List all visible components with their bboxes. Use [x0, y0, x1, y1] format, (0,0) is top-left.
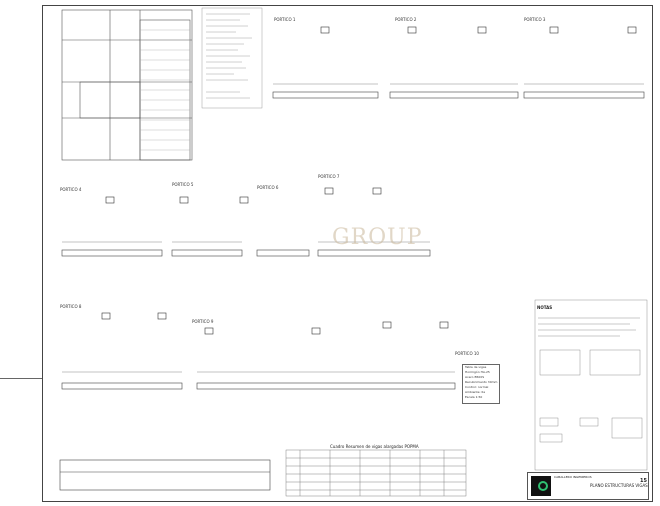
floor-plan: [61, 9, 193, 161]
beam-label: PORTICO 6: [257, 185, 279, 190]
notes-title: NOTAS: [537, 305, 553, 310]
plan-outline: [61, 9, 193, 161]
legend-line: Acero B500S: [465, 375, 485, 379]
page-edge-line: [0, 378, 42, 379]
plan-notes: [201, 7, 263, 109]
sheet-number: 15: [640, 478, 647, 484]
beam-label: PORTICO 4: [60, 187, 82, 192]
notes-panel: [534, 299, 648, 471]
beam-label: PORTICO 10: [455, 351, 479, 356]
beams-row-1: [272, 83, 645, 99]
drawing-sheet: [42, 5, 653, 502]
schedule-title: Cuadro Resumen de vigas alargadas POPMA: [330, 444, 419, 449]
legend-line: Control: normal: [465, 385, 489, 389]
schedule-table: [285, 449, 467, 497]
legend-line: Ambiente: IIa: [465, 390, 486, 394]
legend-line: Recubrimiento 30mm: [465, 380, 498, 384]
beam-label: PORTICO 3: [524, 17, 546, 22]
beam-label: PORTICO 8: [60, 304, 82, 309]
legend-line: Escala 1:50: [465, 395, 483, 399]
legend-line: Hormigón HA-25: [465, 370, 490, 374]
legend-box: Tabla de vigas Hormigón HA-25 Acero B500…: [462, 364, 500, 404]
foundation-detail: [59, 459, 271, 491]
stair-treads: [140, 29, 190, 151]
beam-label: PORTICO 1: [274, 17, 296, 22]
beam-label: PORTICO 2: [395, 17, 417, 22]
beams-row-2: [61, 241, 431, 257]
firm-logo: [531, 476, 551, 496]
drawing-id: PLANO ESTRUCTURAS VIGAS: [590, 483, 648, 488]
beam-label: PORTICO 5: [172, 182, 194, 187]
location-pin-icon: [538, 481, 548, 491]
title-block: CABALLERO INGENIEROS PLANO ESTRUCTURAS V…: [527, 472, 649, 500]
beam-label: PORTICO 9: [192, 319, 214, 324]
beams-row-3: [61, 371, 456, 390]
column-marks: [101, 26, 637, 335]
firm-name: CABALLERO INGENIEROS: [554, 475, 592, 479]
beam-label: PORTICO 7: [318, 174, 340, 179]
legend-line: Tabla de vigas: [465, 365, 487, 369]
watermark: GROUP: [332, 225, 423, 250]
